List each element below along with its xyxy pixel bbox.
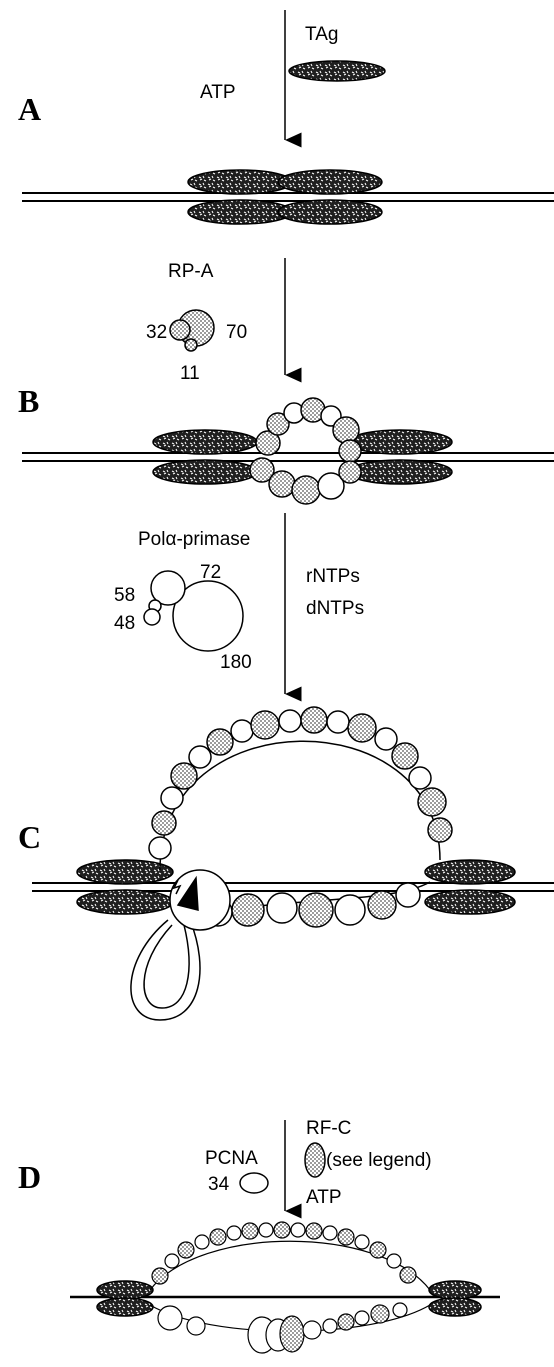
tag-hexamer-right-icon (348, 430, 452, 484)
rfc-label: RF-C (306, 1118, 351, 1139)
rpa-complex-icon (170, 310, 214, 351)
rntps-label: rNTPs (306, 566, 360, 587)
tag-hexamer-right-d-icon (429, 1281, 481, 1316)
pol-primase-complex-icon (144, 571, 243, 651)
rfc-note: (see legend) (326, 1150, 432, 1171)
pcna-label: PCNA (205, 1148, 258, 1169)
atp-label-d: ATP (306, 1187, 342, 1208)
pol-subunit-58: 58 (114, 585, 135, 606)
lower-strand-d-icon (150, 1303, 430, 1353)
pol-subunit-72: 72 (200, 562, 221, 583)
tag-double-hexamer-icon (188, 170, 382, 224)
tag-label: TAg (305, 24, 338, 45)
tag-molecule-icon (289, 61, 385, 81)
rpa-coated-strand-icon (149, 707, 452, 870)
step-label-a: A (18, 91, 41, 127)
dntps-label: dNTPs (306, 598, 364, 619)
tag-hexamer-left-c-icon (77, 860, 173, 914)
step-label-c: C (18, 819, 41, 855)
tag-hexamer-left-icon (153, 430, 257, 484)
rpa-subunit-32: 32 (146, 322, 167, 343)
pcna-icon (240, 1173, 268, 1193)
rpa-bubble-icon (250, 398, 361, 504)
tag-hexamer-left-d-icon (97, 1281, 153, 1316)
tag-hexamer-right-c-icon (425, 860, 515, 914)
atp-label-a: ATP (200, 82, 236, 103)
pol-primase-label: Polα-primase (138, 529, 250, 550)
rpa-subunit-70: 70 (226, 322, 247, 343)
pcna-subunit-34: 34 (208, 1174, 230, 1195)
pol-subunit-180: 180 (220, 652, 252, 673)
rfc-icon (305, 1143, 325, 1177)
dna-duplex-b (22, 453, 554, 461)
rpa-label: RP-A (168, 261, 214, 282)
dna-duplex-a (22, 193, 554, 201)
step-label-b: B (18, 383, 39, 419)
pol-subunit-48: 48 (114, 613, 135, 634)
step-label-d: D (18, 1159, 41, 1195)
rpa-subunit-11: 11 (180, 363, 200, 384)
upper-strand-rpa-d-icon (150, 1222, 430, 1290)
